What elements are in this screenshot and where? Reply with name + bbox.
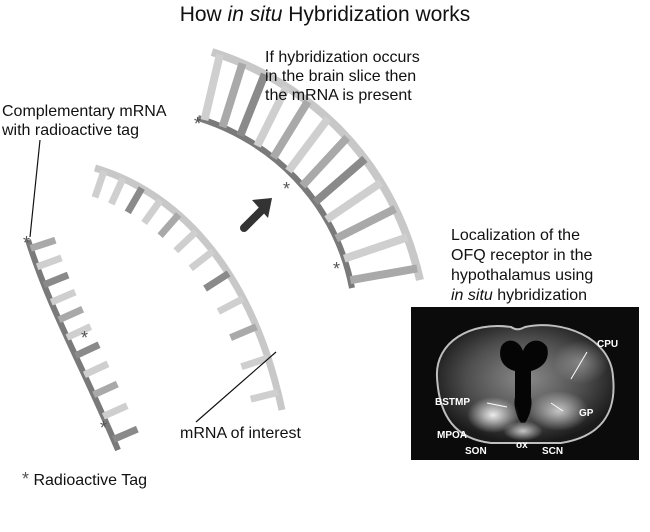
target-strand <box>91 164 286 411</box>
hybrid-tag-asterisk-2: * <box>283 179 291 199</box>
probe-tag-asterisk-3: * <box>100 418 108 438</box>
title-suffix: Hybridization works <box>282 3 471 26</box>
hybrid-outer-backbone <box>210 48 424 281</box>
hybrid-teeth <box>200 53 418 285</box>
probe-base-5 <box>57 305 85 323</box>
title-prefix: How <box>179 3 228 26</box>
probe-base-2 <box>35 254 63 271</box>
legend: * Radioactive Tag <box>22 470 147 490</box>
probe-base-4 <box>49 288 77 306</box>
target-leader-line <box>195 351 277 423</box>
target-teeth <box>91 169 279 403</box>
hybrid-base-pair-6 <box>285 116 332 174</box>
diagram-title: How in situ Hybridization works <box>0 2 650 28</box>
brain-label-scn: SCN <box>542 446 564 457</box>
probe-base-8 <box>82 360 110 378</box>
localization-callout: Localization of the OFQ receptor in the … <box>451 226 593 306</box>
brain-label-mpoa: MPOA <box>437 430 467 441</box>
brain-slice-image: CPU BSTMP GP MPOA ox SON SCN <box>411 307 639 460</box>
brain-label-ox: ox <box>516 440 528 451</box>
localization-italic: in situ <box>451 287 493 304</box>
hybrid-tag-asterisk-1: * <box>194 114 202 134</box>
hybrid-line-2: in the brain slice then <box>265 68 417 85</box>
title-italic: in situ <box>227 3 283 26</box>
hybrid-base-pair-1 <box>200 53 224 122</box>
brain-label-cpu: CPU <box>597 339 619 350</box>
probe-base-1 <box>29 236 57 252</box>
target-base-2 <box>108 176 127 206</box>
hybrid-base-pair-9 <box>324 179 384 223</box>
brain-label-bstmp: BSTMP <box>435 397 470 408</box>
arrow-right-up-icon <box>240 198 272 232</box>
target-base-7 <box>188 248 216 272</box>
localization-line-1: Localization of the <box>451 227 580 244</box>
probe-base-11 <box>112 425 139 443</box>
asterisk-icon: * <box>22 469 30 489</box>
probe-leader-line <box>29 139 41 238</box>
hybrid-base-pair-11 <box>342 233 409 263</box>
legend-label: Radioactive Tag <box>33 472 148 489</box>
target-base-9 <box>216 295 245 315</box>
probe-callout: Complementary mRNA with radioactive tag <box>2 102 166 140</box>
probe-base-9 <box>92 380 119 399</box>
gp-pointer <box>550 402 564 412</box>
target-base-11 <box>240 354 270 371</box>
target-base-3 <box>124 186 145 215</box>
target-base-4 <box>141 198 164 225</box>
probe-line-1: Complementary mRNA <box>2 103 167 120</box>
target-base-5 <box>157 212 182 238</box>
hybrid-base-pair-8 <box>312 155 368 205</box>
target-base-12 <box>249 388 279 403</box>
hybrid-base-pair-3 <box>236 72 269 138</box>
bstmp-pointer <box>486 402 508 408</box>
ventricle <box>500 340 548 423</box>
target-base-10 <box>229 323 258 341</box>
probe-base-10 <box>101 402 129 420</box>
gp-hotspot <box>529 391 589 431</box>
localization-line-2: OFQ receptor in the <box>451 247 593 264</box>
probe-base-3 <box>42 271 70 288</box>
probe-base-6 <box>65 323 93 341</box>
probe-teeth <box>29 236 139 443</box>
hybridization-callout: If hybridization occurs in the brain sli… <box>265 48 420 105</box>
ox-hotspot <box>503 421 543 441</box>
hybrid-line-1: If hybridization occurs <box>265 49 420 66</box>
target-backbone <box>94 164 286 411</box>
target-base-6 <box>173 228 199 254</box>
hybrid-base-pair-5 <box>269 99 312 160</box>
target-base-8 <box>203 270 231 292</box>
cpu-pointer <box>570 351 588 380</box>
brain-label-gp: GP <box>579 408 594 419</box>
target-base-1 <box>91 169 108 199</box>
probe-strand <box>25 236 139 452</box>
hybrid-base-pair-7 <box>299 134 351 189</box>
hybrid-tag-asterisk-3: * <box>333 259 341 279</box>
probe-tag-asterisk-2: * <box>81 328 89 348</box>
probe-base-7 <box>74 341 101 359</box>
hybrid-base-pair-4 <box>253 85 291 148</box>
localization-line-4: in situ hybridization <box>451 286 593 306</box>
target-label: mRNA of interest <box>180 425 301 442</box>
hybrid-line-3: the mRNA is present <box>265 87 412 104</box>
brain-label-son: SON <box>465 446 487 457</box>
brain-slice-drawing <box>435 324 615 444</box>
hybrid-base-pair-2 <box>218 62 247 129</box>
hybrid-strand <box>197 48 424 289</box>
localization-rest: hybridization <box>492 287 588 304</box>
mpoa-hotspot <box>467 397 519 433</box>
hybrid-base-pair-10 <box>334 205 397 243</box>
probe-tag-asterisk-1: * <box>23 233 31 253</box>
hybrid-inner-backbone <box>197 115 355 289</box>
hybrid-base-pair-12 <box>349 264 418 285</box>
localization-line-3: hypothalamus using <box>451 267 594 284</box>
probe-line-2: with radioactive tag <box>2 122 139 139</box>
